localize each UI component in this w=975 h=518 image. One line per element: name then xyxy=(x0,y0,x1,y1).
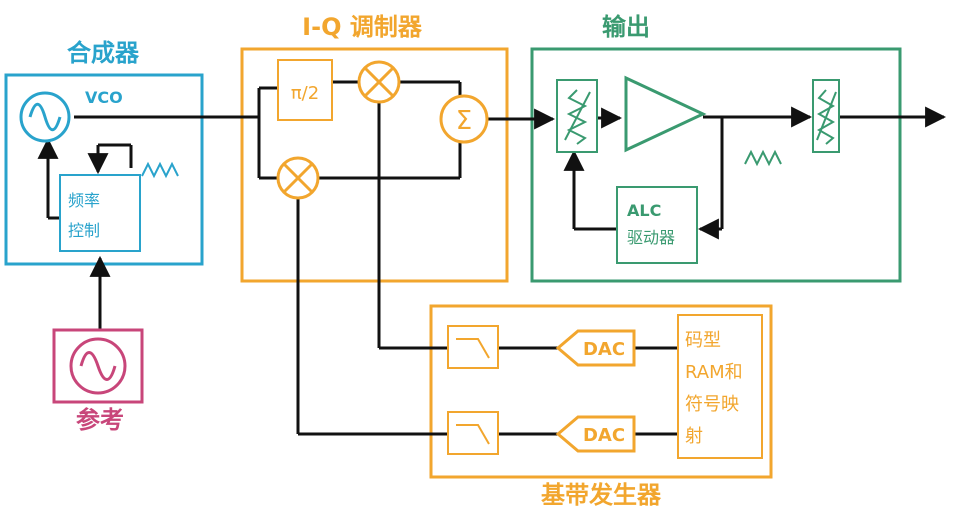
output-block xyxy=(530,47,902,283)
vco-oscillator-icon xyxy=(19,91,71,143)
freq-control-label-1: 频率 xyxy=(68,191,100,210)
freq-control-box xyxy=(59,174,141,252)
alc-driver-box xyxy=(616,186,698,264)
bottom-dac-label: DAC xyxy=(583,425,625,446)
signal-wires xyxy=(37,80,947,436)
svg-text:Σ: Σ xyxy=(456,106,472,136)
pattern-ram-line-3: 符号映 xyxy=(685,394,739,415)
bottom-lowpass-filter-icon xyxy=(447,411,499,455)
pattern-ram-line-2: RAM和 xyxy=(685,362,743,383)
pattern-ram-box xyxy=(677,314,763,459)
freq-control-label-2: 控制 xyxy=(68,221,100,240)
upper-mixer-icon xyxy=(357,60,401,104)
iq-modulator-title: I-Q 调制器 xyxy=(302,13,423,41)
output-load-resistor-icon xyxy=(744,149,782,167)
reference-oscillator-icon xyxy=(69,337,127,395)
phase-shifter-box xyxy=(277,59,333,121)
pattern-ram-line-1: 码型 xyxy=(685,330,721,351)
top-dac-block xyxy=(555,329,636,367)
vco-label: VCO xyxy=(85,88,123,107)
output-title: 输出 xyxy=(602,13,650,41)
alc-label: ALC xyxy=(627,201,661,220)
baseband-generator-title: 基带发生器 xyxy=(541,481,662,509)
baseband-generator-block xyxy=(429,304,773,479)
synthesizer-title: 合成器 xyxy=(67,39,140,67)
top-dac-label: DAC xyxy=(583,339,625,360)
top-lowpass-filter-icon xyxy=(447,325,499,369)
output-attenuator-icon xyxy=(812,79,840,153)
pattern-ram-line-4: 射 xyxy=(685,426,703,447)
lower-mixer-icon xyxy=(276,156,320,200)
bottom-dac-block xyxy=(555,415,636,453)
phase-shifter-label: π/2 xyxy=(291,83,319,104)
summer-icon: Σ xyxy=(439,94,489,144)
reference-title: 参考 xyxy=(76,406,124,434)
iq-modulator-block xyxy=(240,47,509,283)
amplifier-icon xyxy=(624,75,707,153)
alc-driver-label: 驱动器 xyxy=(627,228,675,247)
input-attenuator-icon xyxy=(556,79,598,153)
ground-resistor-icon xyxy=(141,161,179,179)
